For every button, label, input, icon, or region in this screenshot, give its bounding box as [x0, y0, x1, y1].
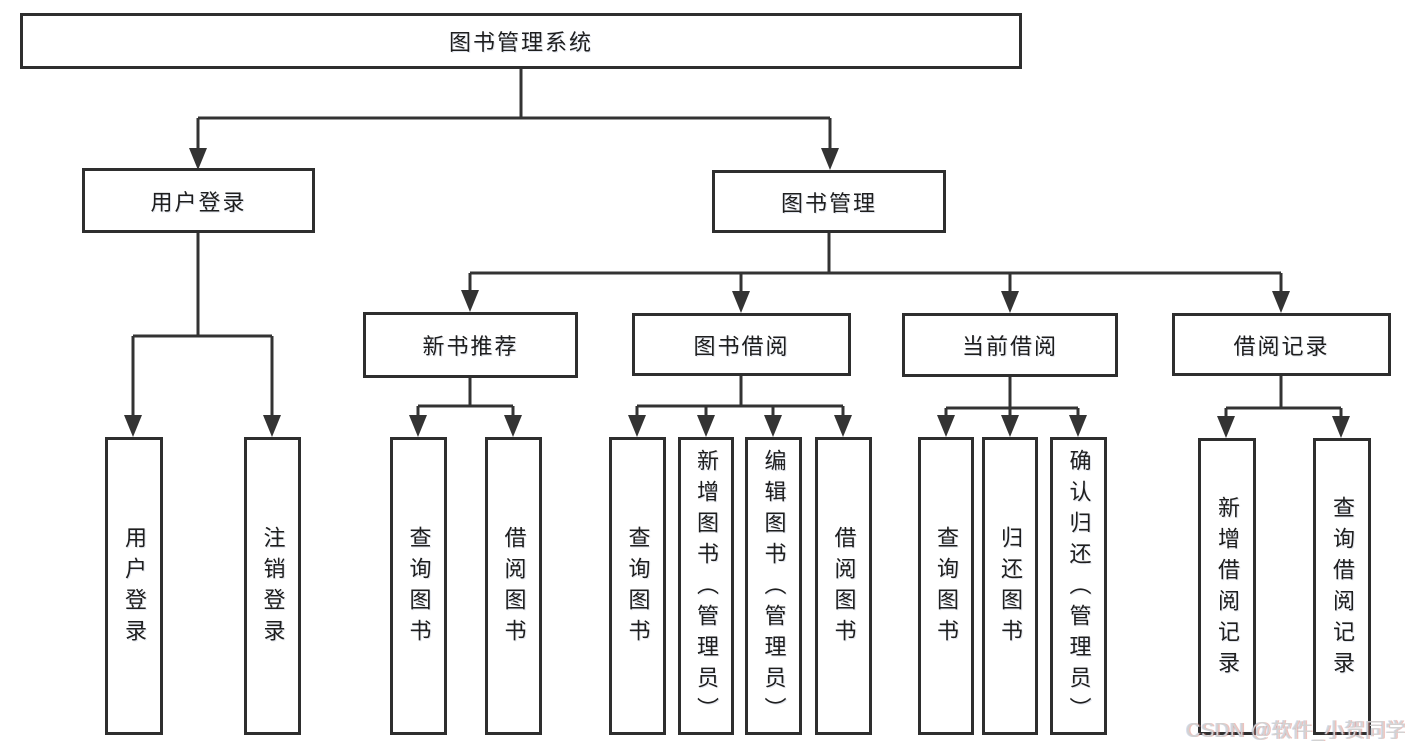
- arrow-icon: [1217, 416, 1235, 438]
- arrow-icon: [1272, 291, 1290, 313]
- leaf-borrow-books: 借阅图书: [815, 437, 872, 735]
- arrow-icon: [937, 415, 955, 437]
- arrow-icon: [1001, 415, 1019, 437]
- arrow-icon: [1001, 291, 1019, 313]
- leaf-add-books-admin: 新增图书（管理员）: [678, 437, 734, 735]
- arrow-icon: [697, 415, 715, 437]
- leaf-query-books-borrow: 查询图书: [609, 437, 666, 735]
- leaf-user-login: 用户登录: [105, 437, 163, 735]
- node-borrowing-records: 借阅记录: [1172, 313, 1391, 376]
- leaf-add-borrow-record: 新增借阅记录: [1198, 438, 1256, 735]
- leaf-query-books-newbooks: 查询图书: [390, 437, 447, 735]
- arrow-icon: [263, 415, 281, 437]
- leaf-edit-books-admin: 编辑图书（管理员）: [745, 437, 802, 735]
- arrow-icon: [124, 415, 142, 437]
- arrow-icon: [409, 415, 427, 437]
- arrow-icon: [834, 415, 852, 437]
- arrow-icon: [504, 415, 522, 437]
- tree-edges: [131, 68, 1343, 424]
- leaf-query-borrow-record: 查询借阅记录: [1313, 438, 1371, 735]
- leaf-confirm-return-admin: 确认归还（管理员）: [1050, 437, 1107, 735]
- node-current-borrowing: 当前借阅: [902, 313, 1118, 377]
- leaf-query-books-current: 查询图书: [918, 437, 974, 735]
- arrow-icon: [461, 290, 479, 312]
- leaf-logout: 注销登录: [244, 437, 301, 735]
- node-book-borrowing: 图书借阅: [632, 313, 851, 376]
- node-root-library-system: 图书管理系统: [20, 13, 1022, 69]
- leaf-borrow-books-newbooks: 借阅图书: [485, 437, 542, 735]
- arrow-icon: [1332, 416, 1350, 438]
- arrow-icon: [732, 291, 750, 313]
- csdn-watermark: CSDN @软件_小贺同学: [1186, 720, 1405, 742]
- node-new-book-recommendation: 新书推荐: [363, 312, 578, 378]
- arrow-icon: [628, 415, 646, 437]
- node-book-management: 图书管理: [712, 170, 946, 233]
- arrow-icon: [821, 148, 839, 170]
- arrow-icon: [189, 148, 207, 170]
- arrowheads: [124, 148, 1350, 438]
- leaf-return-books: 归还图书: [982, 437, 1038, 735]
- arrow-icon: [1069, 415, 1087, 437]
- arrow-icon: [764, 415, 782, 437]
- node-user-login: 用户登录: [82, 168, 315, 233]
